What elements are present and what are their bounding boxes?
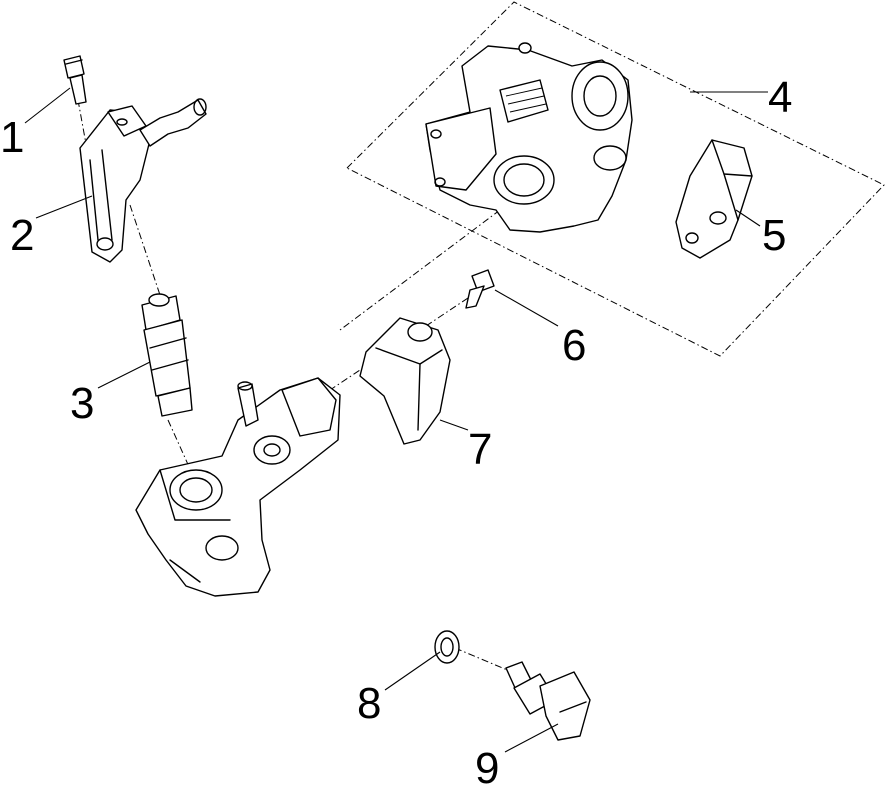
label-7: 7 xyxy=(468,425,492,474)
label-4: 4 xyxy=(768,73,792,122)
label-6: 6 xyxy=(562,321,586,370)
callout-labels: 1 2 3 4 5 6 7 8 9 xyxy=(0,73,792,793)
part-2-fuel-rail xyxy=(79,98,207,263)
label-2: 2 xyxy=(10,211,34,260)
part-4-throttle-body xyxy=(425,42,633,233)
label-9: 9 xyxy=(475,744,499,793)
label-5: 5 xyxy=(762,211,786,260)
label-8: 8 xyxy=(357,679,381,728)
label-1: 1 xyxy=(0,113,24,162)
part-5-position-sensor xyxy=(675,139,753,259)
part-8-washer xyxy=(434,630,460,664)
part-7-map-sensor xyxy=(359,317,451,445)
part-1-bolt xyxy=(63,55,87,105)
label-3: 3 xyxy=(70,379,94,428)
part-6-bolt xyxy=(465,269,495,309)
lower-throttle-body xyxy=(135,377,341,597)
part-9-temp-sensor xyxy=(505,661,591,741)
assembly-boundary xyxy=(346,1,885,357)
leader-lines xyxy=(24,87,768,753)
part-3-injector xyxy=(141,293,193,417)
